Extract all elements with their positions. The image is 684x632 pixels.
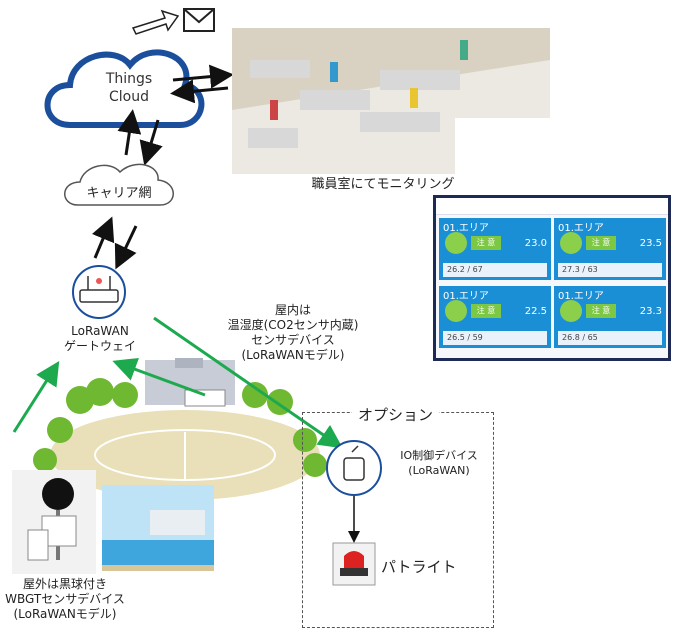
dashboard-header: [436, 198, 668, 215]
io-device-icon: [326, 440, 382, 496]
dashboard-card: 01.エリア 注 意 23.5 27.3 / 63: [554, 218, 666, 280]
mail-arrow-icon: [131, 9, 180, 35]
dashboard-card: 01.エリア 注 意 22.5 26.5 / 59: [439, 286, 551, 348]
option-title: オプション: [352, 404, 440, 425]
wbgt-sensor-illustration: [12, 470, 96, 574]
card-value: 23.0: [524, 238, 547, 249]
carrier-label: キャリア網: [86, 186, 152, 201]
card-value: 23.5: [639, 238, 662, 249]
dashboard-card: 01.エリア 注 意 23.3 26.8 / 65: [554, 286, 666, 348]
outdoor-sensor-label: 屋外は黒球付き WBGTセンサデバイス (LoRaWANモデル): [5, 577, 125, 621]
card-title: 01.エリア: [443, 291, 489, 302]
envelope-icon: [183, 8, 215, 32]
face-icon: [445, 300, 467, 322]
card-sub: 26.5 / 59: [443, 331, 547, 345]
status-badge: 注 意: [471, 236, 501, 250]
card-value: 22.5: [524, 306, 547, 317]
monitoring-dashboard: 01.エリア 注 意 23.0 26.2 / 67 01.エリア 注 意 23.…: [433, 195, 671, 361]
carrier-cloud-icon: [64, 163, 174, 206]
card-value: 23.3: [639, 306, 662, 317]
card-sub: 26.8 / 65: [558, 331, 662, 345]
gateway-icon: [72, 265, 126, 319]
card-title: 01.エリア: [443, 223, 489, 234]
office-caption: 職員室にてモニタリング: [311, 177, 455, 192]
pool-illustration: [102, 485, 214, 571]
patlite-icon: [332, 542, 376, 586]
things-cloud-icon: [44, 49, 205, 128]
card-title: 01.エリア: [558, 291, 604, 302]
card-title: 01.エリア: [558, 223, 604, 234]
status-badge: 注 意: [586, 236, 616, 250]
status-badge: 注 意: [586, 304, 616, 318]
option-box: [302, 412, 494, 628]
face-icon: [445, 232, 467, 254]
face-icon: [560, 300, 582, 322]
io-device-label: IO制御デバイス (LoRaWAN): [400, 449, 478, 477]
school-field-illustration: [33, 358, 327, 500]
cloud-label: Things Cloud: [105, 71, 153, 105]
indoor-sensor-label: 屋内は 温湿度(CO2センサ内蔵) センサデバイス (LoRaWANモデル): [227, 303, 359, 362]
dashboard-card: 01.エリア 注 意 23.0 26.2 / 67: [439, 218, 551, 280]
office-illustration: [232, 28, 550, 174]
status-badge: 注 意: [471, 304, 501, 318]
card-sub: 26.2 / 67: [443, 263, 547, 277]
face-icon: [560, 232, 582, 254]
gateway-label: LoRaWAN ゲートウェイ: [63, 324, 136, 353]
card-sub: 27.3 / 63: [558, 263, 662, 277]
patlite-label: パトライト: [381, 558, 457, 576]
